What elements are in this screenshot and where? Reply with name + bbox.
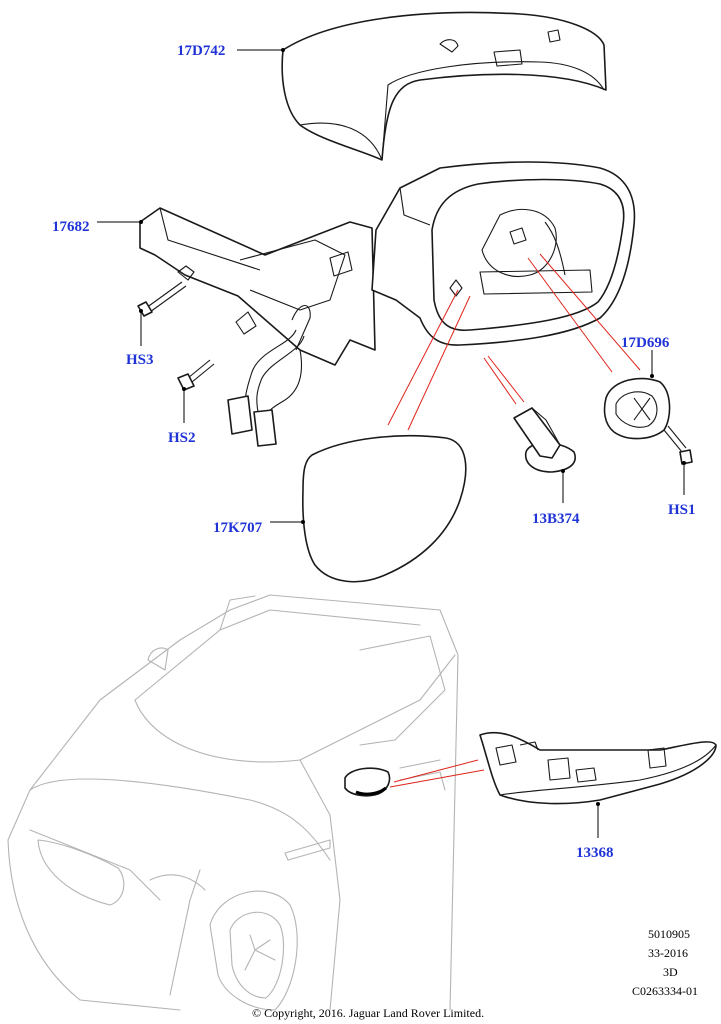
clip-part (513, 407, 576, 473)
mirror-cap-part (281, 11, 607, 161)
callout-hs3: HS3 (126, 352, 154, 368)
callout-13368: 13368 (576, 845, 614, 861)
callout-17682: 17682 (52, 219, 90, 235)
callout-hs2: HS2 (168, 430, 196, 446)
assembly-highlight-lines (387, 253, 641, 431)
callout-leaders (97, 48, 686, 838)
ref-code-2: 33-2016 (648, 946, 688, 960)
indicator-lamp-part (389, 731, 717, 805)
wiring-harness (227, 329, 305, 447)
callout-13b374: 13B374 (532, 511, 580, 527)
screw-hs1-part (663, 425, 693, 465)
ref-code-3: 3D (663, 965, 678, 979)
callout-hs1: HS1 (668, 502, 696, 518)
screw-hs2-part (177, 359, 215, 391)
ref-code-4: C0263334-01 (632, 984, 698, 998)
screw-hs3-part (137, 281, 187, 317)
mirror-bracket-part (139, 207, 376, 366)
vehicle-reference-outline (7, 594, 459, 1011)
ref-code-1: 5010905 (648, 927, 690, 941)
callout-17d742: 17D742 (177, 43, 225, 59)
copyright-notice: © Copyright, 2016. Jaguar Land Rover Lim… (252, 1006, 484, 1020)
mirror-glass-part (302, 434, 467, 583)
callout-17d696: 17D696 (621, 335, 670, 351)
mirror-housing-part (371, 161, 636, 346)
callout-17k707: 17K707 (213, 520, 263, 536)
mirror-motor-part (603, 377, 671, 440)
